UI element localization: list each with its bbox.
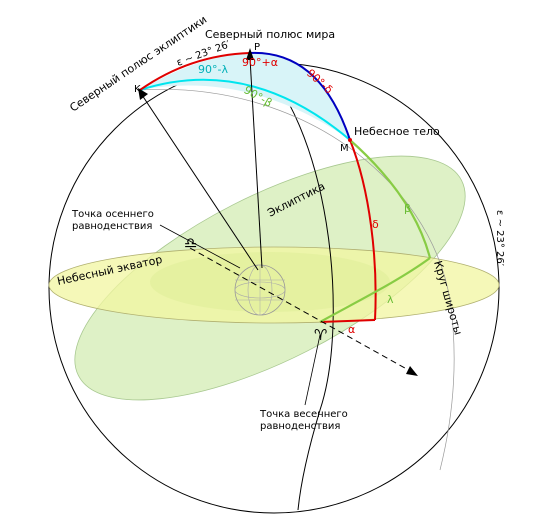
libra-glyph: ♎: [184, 234, 197, 252]
ecliptic-axis-line: [141, 94, 259, 271]
plane-overlap-tint: [150, 252, 390, 312]
cyan-arc-ecliptic-pole-to-body: [139, 78, 351, 141]
earth-globe: [234, 264, 286, 316]
celestial-body-label: Небесное тело: [354, 125, 440, 138]
blue-arc-world-pole-to-body: [249, 51, 351, 141]
spherical-triangle-fill: [140, 52, 350, 140]
equinox-line: [189, 247, 413, 373]
autumn-pointer: [159, 224, 241, 269]
epsilon-right-label: ε ~ 23° 26′: [494, 210, 505, 267]
latitude-circle-curve: [139, 88, 455, 471]
aries-glyph: ♈: [314, 326, 327, 344]
point-m-label: M: [340, 143, 349, 154]
delta-label: δ: [372, 218, 379, 231]
point-m-dot: [348, 138, 352, 142]
pole-k-label: K: [134, 84, 141, 95]
beta-label: β: [404, 202, 411, 215]
green-arc-longitude: [319, 257, 431, 323]
north-pole-world-label: Северный полюс мира: [205, 28, 335, 41]
autumn-point-label-line1: Точка осеннего: [71, 209, 154, 220]
pole-p-label: P: [254, 42, 260, 53]
red-arc-declination: [349, 139, 377, 321]
equinox-arrowhead: [406, 366, 418, 376]
world-axis-arrowhead: [246, 48, 254, 60]
world-axis-line: [249, 57, 263, 269]
spring-point-label-line1: Точка весеннего: [259, 409, 348, 420]
autumn-point-label-line2: равноденствия: [72, 221, 152, 232]
celestial-equator-plane: [48, 246, 500, 324]
spring-pointer: [304, 334, 321, 406]
red-arc-right-ascension: [319, 319, 376, 323]
green-arc-latitude: [349, 139, 432, 259]
angle-90-lambda-label: 90°-λ: [198, 63, 228, 76]
vernal-meridian-curve: [249, 52, 334, 511]
ecliptic-axis-arrowhead: [138, 88, 148, 100]
spring-point-label-line2: равноденствия: [260, 421, 340, 432]
angle-90-alpha-label: 90°+α: [242, 56, 278, 69]
red-arc-ecliptic-pole-to-world-pole: [139, 52, 251, 91]
alpha-label: α: [348, 323, 355, 336]
lambda-label: λ: [387, 293, 394, 306]
